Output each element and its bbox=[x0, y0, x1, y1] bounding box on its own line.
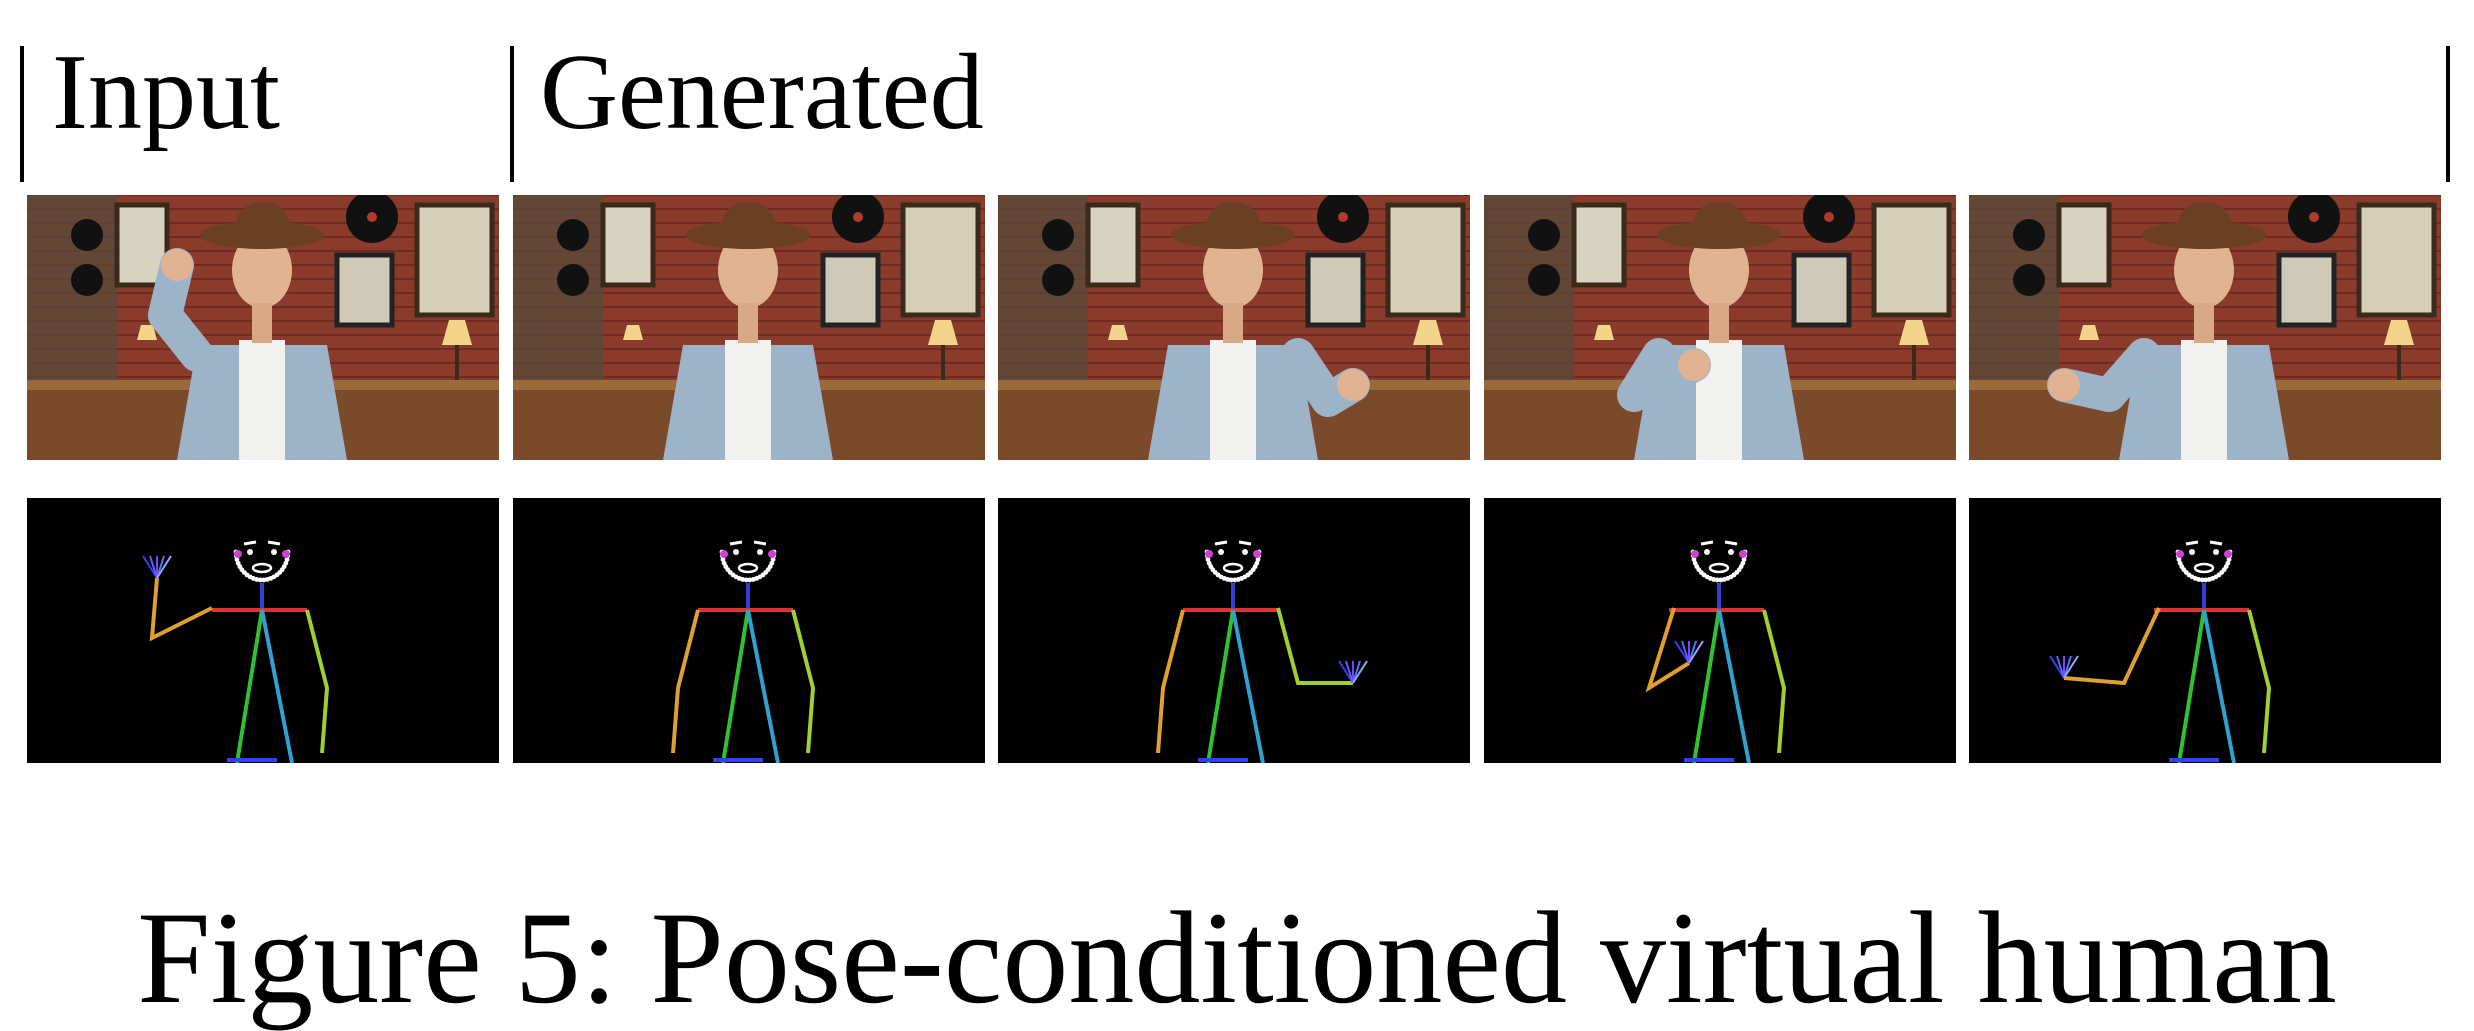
portrait-image bbox=[998, 195, 1470, 460]
pose-frame-2 bbox=[513, 498, 985, 763]
figure-caption: Figure 5: Pose-conditioned virtual human bbox=[137, 884, 2337, 1031]
photo-frame-2 bbox=[513, 195, 985, 460]
pose-frame-5 bbox=[1969, 498, 2441, 763]
pose-frame-4 bbox=[1484, 498, 1956, 763]
portrait-image bbox=[1484, 195, 1956, 460]
generated-label: Generated bbox=[540, 33, 984, 152]
photo-frame-5 bbox=[1969, 195, 2441, 460]
pose-skeleton-image bbox=[27, 498, 499, 763]
input-label: Input bbox=[52, 33, 280, 152]
portrait-image bbox=[27, 195, 499, 460]
pose-skeleton-image bbox=[1969, 498, 2441, 763]
pose-skeleton-image bbox=[998, 498, 1470, 763]
pose-skeleton-image bbox=[513, 498, 985, 763]
input-bar bbox=[20, 46, 24, 182]
portrait-image bbox=[513, 195, 985, 460]
photo-frame-3 bbox=[998, 195, 1470, 460]
photo-frame-4 bbox=[1484, 195, 1956, 460]
pose-skeleton-image bbox=[1484, 498, 1956, 763]
photo-frame-1 bbox=[27, 195, 499, 460]
pose-frame-1 bbox=[27, 498, 499, 763]
pose-frame-3 bbox=[998, 498, 1470, 763]
generated-end-bar bbox=[2446, 46, 2450, 182]
portrait-image bbox=[1969, 195, 2441, 460]
generated-bar bbox=[510, 46, 514, 182]
